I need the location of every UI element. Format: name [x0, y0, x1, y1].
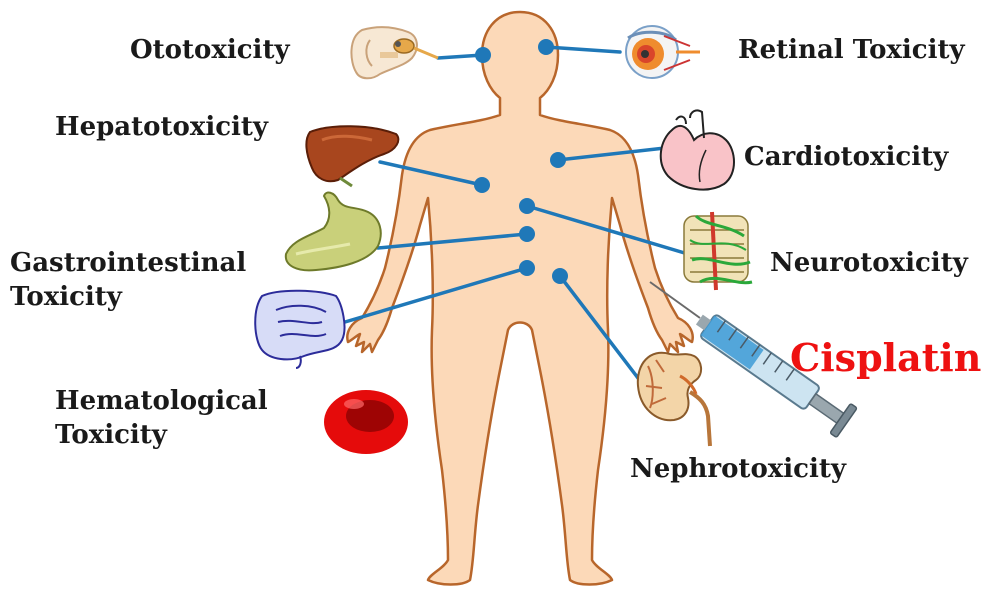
dot-stomach	[519, 226, 535, 242]
kidney-icon	[638, 353, 710, 446]
label-neurotoxicity: Neurotoxicity	[770, 246, 968, 280]
dot-liver	[474, 177, 490, 193]
dot-eye	[538, 39, 554, 55]
heart-icon	[661, 110, 734, 189]
label-nephrotoxicity: Nephrotoxicity	[630, 452, 846, 486]
dot-intestine	[519, 260, 535, 276]
label-cisplatin: Cisplatin	[790, 336, 981, 380]
ear-icon	[351, 27, 438, 78]
spinal-cord-icon	[684, 212, 752, 290]
liver-icon	[306, 126, 398, 186]
stomach-icon	[286, 193, 381, 271]
dot-kidney	[552, 268, 568, 284]
dot-ear	[475, 47, 491, 63]
label-retinal-toxicity: Retinal Toxicity	[738, 33, 965, 67]
eye-icon	[626, 26, 700, 78]
intestine-icon	[255, 291, 344, 368]
label-cardiotoxicity: Cardiotoxicity	[744, 140, 948, 174]
label-ototoxicity: Ototoxicity	[130, 33, 290, 67]
dot-spine	[519, 198, 535, 214]
red-blood-cell-icon	[324, 390, 408, 454]
dot-heart	[550, 152, 566, 168]
label-hematological-toxicity: Hematological Toxicity	[55, 384, 268, 452]
label-gastrointestinal-toxicity: Gastrointestinal Toxicity	[10, 246, 246, 314]
human-body	[347, 12, 692, 585]
body-silhouette	[347, 12, 692, 585]
label-hepatotoxicity: Hepatotoxicity	[55, 110, 268, 144]
